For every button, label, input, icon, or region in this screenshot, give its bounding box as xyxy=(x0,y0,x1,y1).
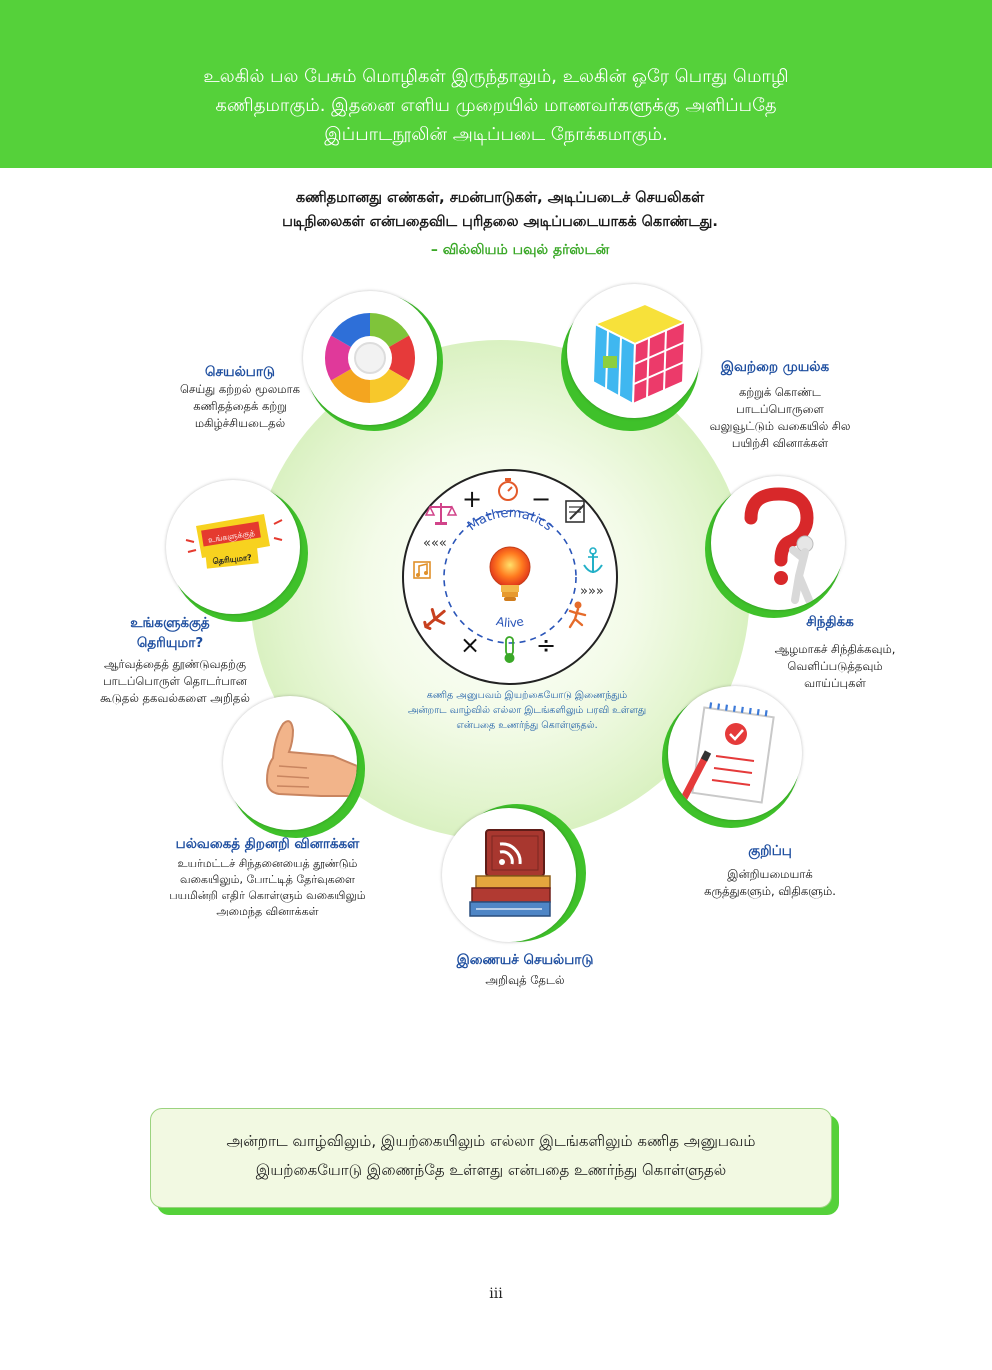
thumbs-up-icon xyxy=(265,720,357,797)
ict-desc: அறிவுத் தேடல் xyxy=(460,972,590,989)
do-you-know-disc: உங்களுக்குத் தெரியுமா? xyxy=(166,480,300,614)
times-symbol: × xyxy=(460,631,480,659)
activity-title: செயல்பாடு xyxy=(205,364,275,380)
summary-line: அன்றாட வாழ்விலும், இயற்கையிலும் எல்லா இட… xyxy=(226,1132,756,1150)
activity-desc-line: மகிழ்ச்சியடைதல் xyxy=(194,416,286,430)
activity-desc: செய்து கற்றல் மூலமாக கணிதத்தைக் கற்று மக… xyxy=(160,381,320,432)
hub-arc-bottom: Alive xyxy=(495,614,525,630)
do-you-know-badge-icon: உங்களுக்குத் தெரியுமா? xyxy=(185,514,283,569)
quote-author: – வில்லியம் பவுல் தர்ஸ்டன் xyxy=(430,242,610,258)
activity-desc-line: செய்து கற்றல் மூலமாக xyxy=(180,382,300,396)
puzzle-icon xyxy=(324,313,416,403)
mcq-desc-line: பயமின்றி எதிர் கொள்ளும் வகையிலும் xyxy=(169,889,366,902)
airplane-icon xyxy=(423,608,446,630)
mcq-desc-line: உயர்மட்டச் சிந்தனையைத் தூண்டும் xyxy=(177,857,358,870)
banner-line: உலகில் பல பேசும் மொழிகள் இருந்தாலும், உல… xyxy=(203,66,789,87)
hub-caption-line: அன்றாட வாழ்வில் எல்லா இடங்களிலும் பரவி உ… xyxy=(407,705,647,716)
think-desc-line: வெளிப்படுத்தவும் xyxy=(787,659,883,673)
minus-symbol: − xyxy=(531,485,551,513)
mcq-desc-line: வகையிலும், போட்டித் தேர்வுகளை xyxy=(180,873,355,886)
note-disc xyxy=(668,686,802,820)
think-desc: ஆழமாகச் சிந்திக்கவும், வெளிப்படுத்தவும் … xyxy=(750,641,920,692)
note-desc-line: இன்றியமையாக் xyxy=(727,867,813,881)
summary-box: அன்றாட வாழ்விலும், இயற்கையிலும் எல்லா இட… xyxy=(150,1108,832,1208)
mcq-desc: உயர்மட்டச் சிந்தனையைத் தூண்டும் வகையிலும… xyxy=(150,856,385,920)
banner-line: இப்பாடநூலின் அடிப்படை நோக்கமாகும். xyxy=(324,124,668,145)
mathematics-alive-hub: Mathematics Alive + − × ÷ ««« »»» xyxy=(400,467,620,687)
note-title: குறிப்பு xyxy=(748,843,792,859)
try-these-desc-line: கற்றுக் கொண்ட xyxy=(739,385,821,399)
hub-caption: கணித அனுபவம் இயற்கையோடு இணைந்தும் அன்றாட… xyxy=(392,688,662,733)
scales-icon xyxy=(424,503,458,525)
note-desc-line: கருத்துகளும், விதிகளும். xyxy=(704,884,836,898)
try-these-title: இவற்றை முயல்க xyxy=(720,359,830,375)
mcq-disc xyxy=(223,696,357,830)
do-you-know-desc: ஆர்வத்தைத் தூண்டுவதற்கு பாடப்பொருள் தொடர… xyxy=(85,656,265,707)
do-you-know-desc-line: ஆர்வத்தைத் தூண்டுவதற்கு xyxy=(103,657,247,671)
try-these-desc-line: பயிற்சி வினாக்கள் xyxy=(731,436,829,450)
think-desc-line: ஆழமாகச் சிந்திக்கவும், xyxy=(774,642,896,656)
ict-title: இணையச் செயல்பாடு xyxy=(456,952,594,968)
quote: கணிதமானது எண்கள், சமன்பாடுகள், அடிப்படைச… xyxy=(190,186,810,234)
books-rss-icon xyxy=(469,829,551,917)
checklist-icon xyxy=(678,702,775,806)
rubiks-cube-icon xyxy=(591,302,688,406)
hub-caption-line: கணித அனுபவம் இயற்கையோடு இணைந்தும் xyxy=(426,690,628,701)
right-arrows-symbol: »»» xyxy=(580,584,604,599)
summary-line: இயற்கையோடு இணைந்தே உள்ளது என்பதை உணர்ந்த… xyxy=(255,1161,727,1179)
try-these-desc-line: வலுவூட்டும் வகையில் சில xyxy=(709,419,851,433)
ict-disc xyxy=(442,808,576,942)
do-you-know-title-line: தெரியுமா? xyxy=(136,635,204,651)
think-desc-line: வாய்ப்புகள் xyxy=(804,676,866,690)
mcq-desc-line: அமைந்த வினாக்கள் xyxy=(216,905,319,918)
hub-dashed-circle xyxy=(443,510,577,644)
banner-line: கணிதமாகும். இதனை எளிய முறையில் மாணவர்களு… xyxy=(215,95,777,116)
do-you-know-title: உங்களுக்குத் தெரியுமா? xyxy=(100,613,240,653)
ict-desc-line: அறிவுத் தேடல் xyxy=(485,973,565,987)
runner-icon xyxy=(568,601,587,629)
quote-line: படிநிலைகள் என்பதைவிட புரிதலை அடிப்படையாக… xyxy=(282,214,718,230)
do-you-know-desc-line: கூடுதல் தகவல்களை அறிதல் xyxy=(100,691,250,705)
try-these-desc-line: பாடப்பொருளை xyxy=(736,402,824,416)
page-number: iii xyxy=(489,1286,503,1302)
light-bulb-icon xyxy=(489,546,531,601)
do-you-know-desc-line: பாடப்பொருள் தொடர்பான xyxy=(103,674,247,688)
think-title: சிந்திக்க xyxy=(806,614,854,630)
try-these-desc: கற்றுக் கொண்ட பாடப்பொருளை வலுவூட்டும் வக… xyxy=(680,384,880,452)
left-arrows-symbol: ««« xyxy=(423,536,447,551)
mcq-title: பல்வகைத் திறனறி வினாக்கள் xyxy=(175,836,360,852)
anchor-icon xyxy=(583,547,603,573)
do-you-know-title-line: உங்களுக்குத் xyxy=(130,615,210,631)
header-banner: உலகில் பல பேசும் மொழிகள் இருந்தாலும், உல… xyxy=(0,0,992,168)
think-disc xyxy=(711,476,845,610)
music-icon xyxy=(413,561,431,579)
banner-text: உலகில் பல பேசும் மொழிகள் இருந்தாலும், உல… xyxy=(96,62,896,149)
hub-caption-line: என்பதை உணர்ந்து கொள்ளுதல். xyxy=(456,720,598,731)
activity-disc xyxy=(303,291,437,425)
question-mark-icon xyxy=(744,487,814,604)
stopwatch-icon xyxy=(498,478,518,501)
notepad-icon xyxy=(565,500,585,523)
plus-symbol: + xyxy=(462,485,482,513)
summary-text: அன்றாட வாழ்விலும், இயற்கையிலும் எல்லா இட… xyxy=(181,1127,801,1185)
divide-symbol: ÷ xyxy=(536,631,556,659)
hub-graphic: Mathematics Alive + − × ÷ ««« »»» xyxy=(402,469,618,685)
quote-line: கணிதமானது எண்கள், சமன்பாடுகள், அடிப்படைச… xyxy=(295,190,705,206)
activity-desc-line: கணிதத்தைக் கற்று xyxy=(193,399,287,413)
try-these-disc xyxy=(567,284,701,418)
thermometer-icon xyxy=(504,636,515,663)
note-desc: இன்றியமையாக் கருத்துகளும், விதிகளும். xyxy=(680,866,860,900)
